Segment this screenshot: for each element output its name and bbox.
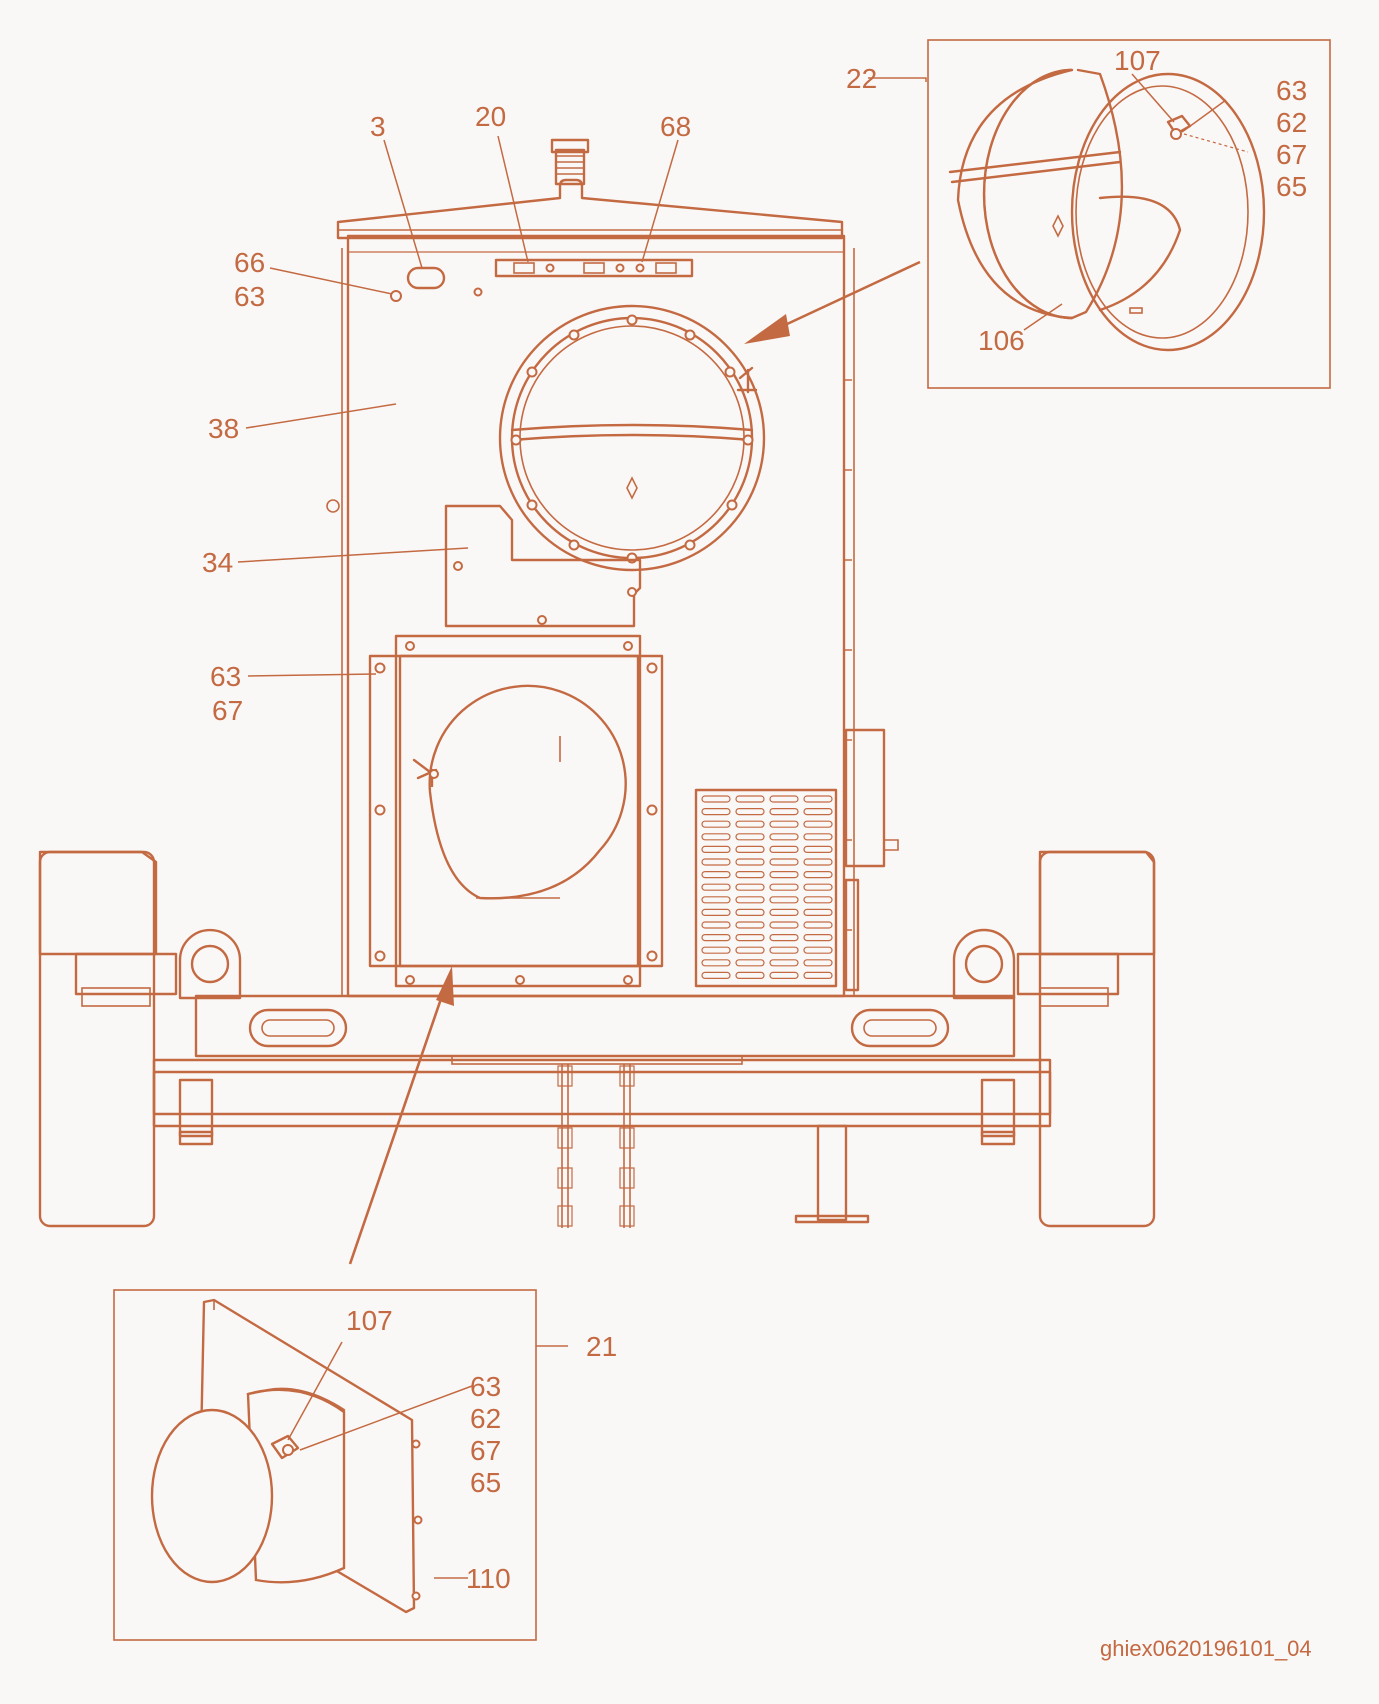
callout-66: 66 xyxy=(234,247,265,278)
callout-63-door: 63 xyxy=(210,661,241,692)
louvre-grille xyxy=(694,788,838,988)
louvre-slat xyxy=(769,896,799,904)
right-hinges xyxy=(844,379,852,931)
louvre-slat xyxy=(803,820,833,828)
louvre-slat xyxy=(803,946,833,954)
louvre-slat xyxy=(735,908,765,917)
louvre-slat xyxy=(735,858,765,866)
callout-67-detail21: 67 xyxy=(470,1435,501,1466)
callout-63-top: 63 xyxy=(234,281,265,312)
callout-22: 22 xyxy=(846,63,877,94)
louvre-slat xyxy=(769,858,799,866)
callout-labels: 3 20 68 66 63 38 34 63 67 22 107 63 62 6… xyxy=(202,45,1312,1661)
callout-67-door: 67 xyxy=(212,695,243,726)
louvre-slat xyxy=(803,833,833,841)
louvre-slat xyxy=(735,807,765,816)
louvre-slat xyxy=(769,845,799,854)
louvre-slat xyxy=(701,933,731,942)
louvre-slat xyxy=(803,845,833,854)
louvre-slat xyxy=(735,883,765,891)
callout-62-detail21: 62 xyxy=(470,1403,501,1434)
louvre-slat xyxy=(701,959,731,967)
louvre-slat xyxy=(701,820,731,828)
louvre-slat xyxy=(735,959,765,967)
callout-21: 21 xyxy=(586,1331,617,1362)
callout-65-detail21: 65 xyxy=(470,1467,501,1498)
louvre-slat xyxy=(803,908,833,917)
louvre-slat xyxy=(769,921,799,929)
louvre-slat xyxy=(701,807,731,816)
louvre-slat xyxy=(803,971,833,980)
louvre-slat xyxy=(735,971,765,980)
louvre-slat xyxy=(769,946,799,954)
louvre-slat xyxy=(701,883,731,891)
louvre-slat xyxy=(701,870,731,879)
louvre-slat xyxy=(701,946,731,954)
callout-63-detail22: 63 xyxy=(1276,75,1307,106)
louvre-slat xyxy=(735,845,765,854)
louvre-slat xyxy=(769,971,799,980)
louvre-slat xyxy=(803,933,833,942)
louvre-slat xyxy=(701,833,731,841)
view-arrows xyxy=(348,260,921,1265)
callout-34: 34 xyxy=(202,547,233,578)
louvre-slat xyxy=(769,883,799,891)
louvre-slat xyxy=(803,896,833,904)
louvre-slat xyxy=(769,820,799,828)
louvre-slat xyxy=(735,896,765,904)
louvre-slat xyxy=(735,833,765,841)
louvre-slat xyxy=(701,971,731,980)
callout-106: 106 xyxy=(978,325,1025,356)
lower-door-bolts xyxy=(374,641,658,985)
callout-107-detail21: 107 xyxy=(346,1305,393,1336)
callout-38: 38 xyxy=(208,413,239,444)
louvre-slat xyxy=(701,896,731,904)
louvre-slat xyxy=(769,959,799,967)
figure-id: ghiex0620196101_04 xyxy=(1100,1636,1312,1661)
louvre-slat xyxy=(803,883,833,891)
callout-20: 20 xyxy=(475,101,506,132)
louvre-slat xyxy=(769,933,799,942)
leader-lines xyxy=(237,77,927,1579)
louvre-slat xyxy=(803,795,833,803)
louvre-slat xyxy=(701,921,731,929)
detail-22-top-door xyxy=(927,39,1331,389)
callout-3: 3 xyxy=(370,111,386,142)
louvre-slat xyxy=(769,870,799,879)
louvre-slat xyxy=(735,933,765,942)
louvre-slat xyxy=(701,858,731,866)
louvre-slat xyxy=(701,908,731,917)
safety-chains xyxy=(557,1064,635,1228)
louvre-slat xyxy=(769,807,799,816)
louvre-slat xyxy=(803,858,833,866)
machine-assembly xyxy=(38,138,1156,1228)
louvre-slat xyxy=(769,833,799,841)
louvre-slat xyxy=(803,807,833,816)
louvre-slat xyxy=(735,795,765,803)
louvre-slat xyxy=(735,870,765,879)
callout-67-detail22: 67 xyxy=(1276,139,1307,170)
callout-62-detail22: 62 xyxy=(1276,107,1307,138)
louvre-slat xyxy=(701,795,731,803)
louvre-slat xyxy=(735,946,765,954)
louvre-slat xyxy=(803,921,833,929)
callout-107-detail22: 107 xyxy=(1114,45,1161,76)
louvre-slat xyxy=(769,795,799,803)
callout-63-detail21: 63 xyxy=(470,1371,501,1402)
louvre-slat xyxy=(735,820,765,828)
callout-110: 110 xyxy=(466,1563,511,1594)
detail-21-lower-door xyxy=(113,1289,537,1641)
louvre-slat xyxy=(803,870,833,879)
louvre-slat xyxy=(735,921,765,929)
louvre-slat xyxy=(769,908,799,917)
callout-68: 68 xyxy=(660,111,691,142)
louvre-slats xyxy=(701,795,833,980)
louvre-slat xyxy=(701,845,731,854)
top-door-flange-bolts xyxy=(510,314,754,564)
callout-65-detail22: 65 xyxy=(1276,171,1307,202)
louvre-slat xyxy=(803,959,833,967)
